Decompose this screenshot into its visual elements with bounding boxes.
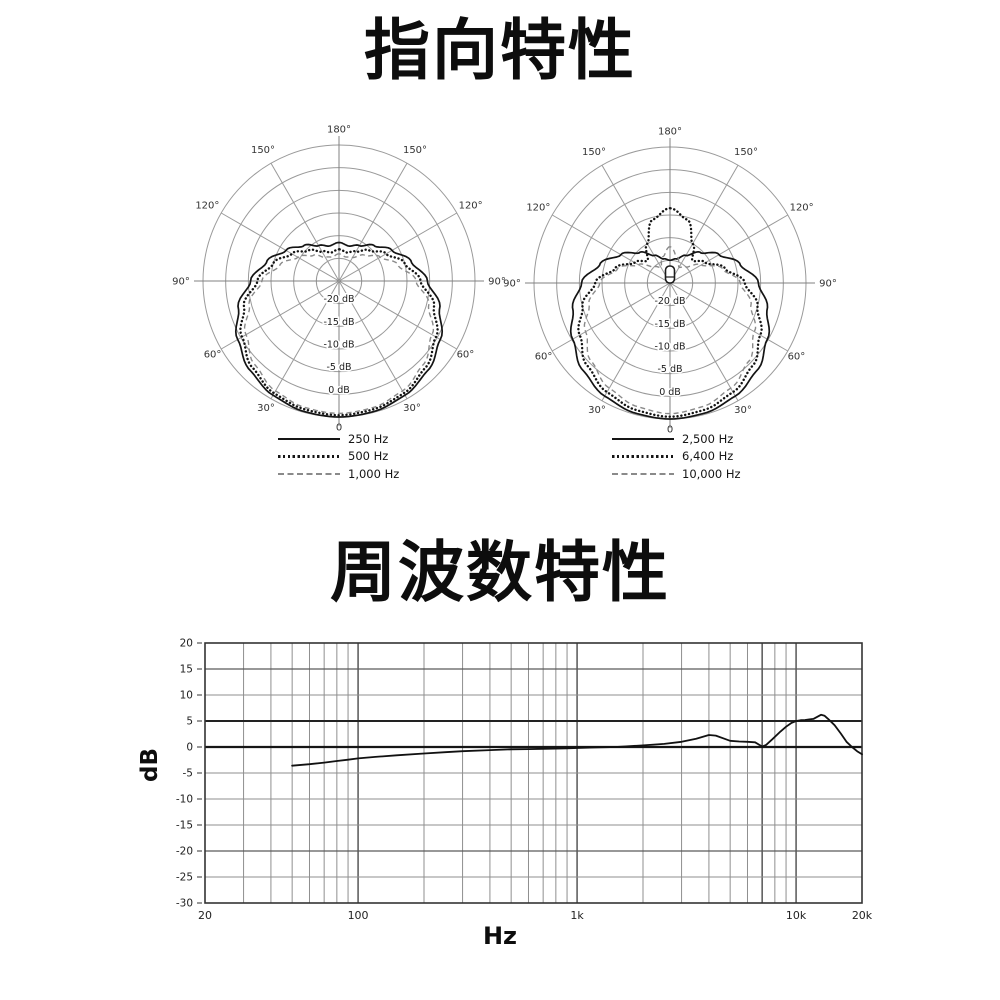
y-axis-unit-label: dB	[137, 748, 163, 782]
polar-db-label: -5 dB	[326, 362, 351, 373]
polar-angle-label: 120°	[195, 201, 219, 212]
polar-angle-label: 120°	[790, 203, 814, 214]
polar-db-label: 0 dB	[328, 385, 350, 396]
polar-series-1000Hz	[243, 253, 435, 415]
legend-label: 6,400 Hz	[682, 449, 734, 464]
solid-line-sample	[612, 437, 674, 440]
polar-angle-label: 90°	[488, 277, 506, 288]
freq-y-tick-label: -20	[176, 846, 193, 858]
polar-db-label: -10 dB	[654, 341, 685, 352]
freq-y-tick-label: 15	[180, 664, 193, 676]
polar-angle-label: 150°	[403, 145, 427, 156]
dashed-line-sample	[612, 472, 674, 475]
polar-series-250Hz	[234, 241, 444, 418]
freq-y-tick-label: 0	[186, 742, 193, 754]
legend-high-frequencies: 2,500 Hz 6,400 Hz 10,000 Hz	[612, 430, 741, 483]
directivity-title: 指向特性	[364, 12, 636, 89]
dotted-line-sample	[278, 454, 340, 458]
freq-x-tick-label: 100	[348, 909, 369, 922]
legend-item: 500 Hz	[278, 448, 399, 466]
freq-grid	[205, 643, 862, 903]
freq-y-tick-label: 20	[180, 638, 193, 650]
dotted-line-sample	[612, 454, 674, 458]
polar-angle-label: 150°	[251, 145, 275, 156]
polar-series-500Hz	[239, 248, 439, 417]
legend-item: 1,000 Hz	[278, 465, 399, 483]
freq-y-tick-label: -25	[176, 872, 193, 884]
polar-series-6400Hz	[577, 207, 763, 418]
polar-angle-label: 0	[336, 423, 342, 434]
polar-db-label: -15 dB	[323, 317, 354, 328]
polar-angle-label: 60°	[788, 352, 806, 363]
polar-angle-label: 60°	[457, 350, 475, 361]
polar-angle-label: 180°	[327, 125, 351, 136]
polar-chart-directivity-high-frequencies: 180° 150° 150° 120° 120° 90° 90° 60° 60° 30° 30° 0 -…	[503, 127, 837, 436]
polar-angle-label: 90°	[819, 279, 837, 290]
polar-angle-label: 180°	[658, 127, 682, 138]
polar-angle-label: 60°	[204, 350, 222, 361]
legend-label: 10,000 Hz	[682, 466, 741, 481]
polar-angle-label: 30°	[403, 403, 421, 414]
polar-angle-label: 120°	[459, 201, 483, 212]
polar-series-10000Hz	[583, 246, 757, 415]
freq-response-curve	[291, 713, 863, 767]
freq-y-tick-label: -30	[176, 898, 193, 910]
polar-angle-label: 0	[667, 425, 673, 436]
freq-y-tick-label: 10	[180, 690, 193, 702]
x-axis-unit-label: Hz	[482, 922, 518, 950]
legend-label: 500 Hz	[348, 449, 389, 464]
polar-grid	[194, 136, 484, 426]
solid-line-sample	[278, 437, 340, 440]
polar-angle-label: 150°	[582, 147, 606, 158]
polar-angle-label: 90°	[503, 279, 521, 290]
freq-x-tick-label: 20k	[852, 909, 873, 922]
legend-low-frequencies: 250 Hz 500 Hz 1,000 Hz	[278, 430, 399, 483]
mic-capsule-icon	[664, 265, 676, 284]
legend-item: 250 Hz	[278, 430, 399, 448]
legend-item: 2,500 Hz	[612, 430, 741, 448]
legend-item: 10,000 Hz	[612, 465, 741, 483]
freq-y-tick-label: -15	[176, 820, 193, 832]
polar-db-label: -5 dB	[657, 364, 682, 375]
frequency-title: 周波数特性	[330, 534, 670, 611]
freq-x-tick-label: 20	[198, 909, 212, 922]
legend-label: 2,500 Hz	[682, 431, 734, 446]
freq-x-tick-label: 10k	[786, 909, 807, 922]
polar-db-label: -10 dB	[323, 339, 354, 350]
polar-db-label: -20 dB	[654, 296, 685, 307]
polar-db-label: -20 dB	[323, 294, 354, 305]
freq-x-tick-label: 1k	[570, 909, 584, 922]
polar-angle-label: 60°	[535, 352, 553, 363]
freq-y-tick-label: 5	[186, 716, 193, 728]
polar-series-2500Hz	[569, 250, 771, 420]
polar-db-label: -15 dB	[654, 319, 685, 330]
legend-label: 1,000 Hz	[348, 466, 400, 481]
polar-angle-label: 30°	[734, 405, 752, 416]
legend-label: 250 Hz	[348, 431, 389, 446]
freq-y-tick-label: -5	[183, 768, 193, 780]
frequency-response-chart: 20 15 10 5 0 -5 -10 -15 -20 -25 -30 20 100 1k 10k 20k	[176, 638, 873, 923]
freq-y-tick-label: -10	[176, 794, 193, 806]
polar-chart-directivity-low-frequencies: 180° 150° 150° 120° 120° 90° 90° 60° 60° 30° 30° 0 -…	[172, 125, 506, 434]
polar-angle-label: 150°	[734, 147, 758, 158]
polar-angle-label: 30°	[257, 403, 275, 414]
polar-angle-label: 30°	[588, 405, 606, 416]
dashed-line-sample	[278, 472, 340, 475]
polar-angle-label: 90°	[172, 277, 190, 288]
legend-item: 6,400 Hz	[612, 448, 741, 466]
polar-db-label: 0 dB	[659, 387, 681, 398]
polar-angle-label: 120°	[526, 203, 550, 214]
